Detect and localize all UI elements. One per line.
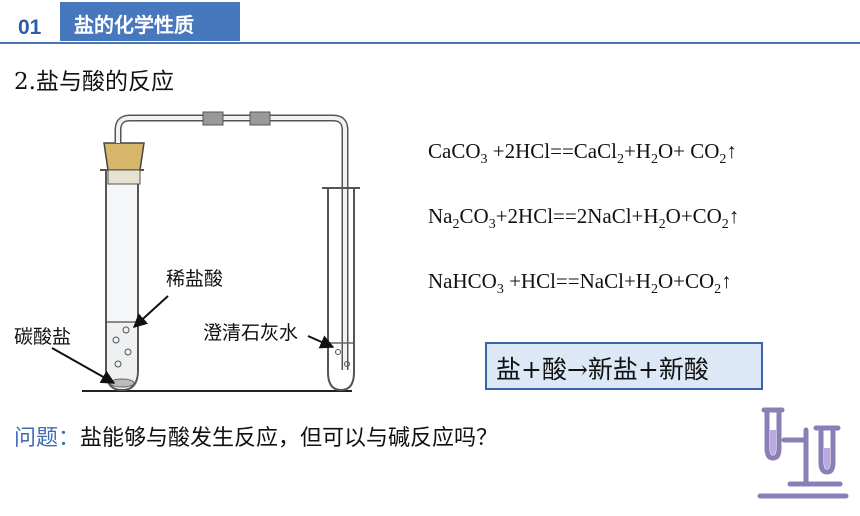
- section-title-box: 盐的化学性质: [60, 2, 240, 41]
- label-carbonate: 碳酸盐: [14, 326, 72, 348]
- equation-1: CaCO3 +2HCl==CaCl2+H2O+ CO2↑: [428, 139, 737, 168]
- question: 问题：盐能够与酸发生反应，但可以与碱反应吗？: [14, 420, 498, 452]
- arrow-carbonate: [51, 347, 116, 384]
- arrow-limewater: [307, 335, 335, 349]
- subtitle: 2.盐与酸的反应: [14, 69, 174, 95]
- arrow-dilute-acid: [132, 295, 169, 328]
- delivery-tube: [114, 111, 349, 370]
- label-dilute-acid: 稀盐酸: [166, 268, 224, 290]
- section-title: 盐的化学性质: [74, 13, 194, 37]
- header-rule: [0, 42, 860, 44]
- label-limewater: 澄清石灰水: [203, 322, 299, 344]
- equation-3: NaHCO3 +HCl==NaCl+H2O+CO2↑: [428, 269, 732, 298]
- section-number: 01: [18, 16, 42, 39]
- summary-text: 盐+酸→新盐+新酸: [496, 355, 709, 384]
- question-label: 问题：: [14, 426, 81, 451]
- summary-box: 盐+酸→新盐+新酸: [485, 342, 763, 390]
- equation-2: Na2CO3+2HCl==2NaCl+H2O+CO2↑: [428, 204, 740, 233]
- question-text: 盐能够与酸发生反应，但可以与碱反应吗？: [80, 426, 499, 451]
- right-test-tube: [322, 187, 360, 392]
